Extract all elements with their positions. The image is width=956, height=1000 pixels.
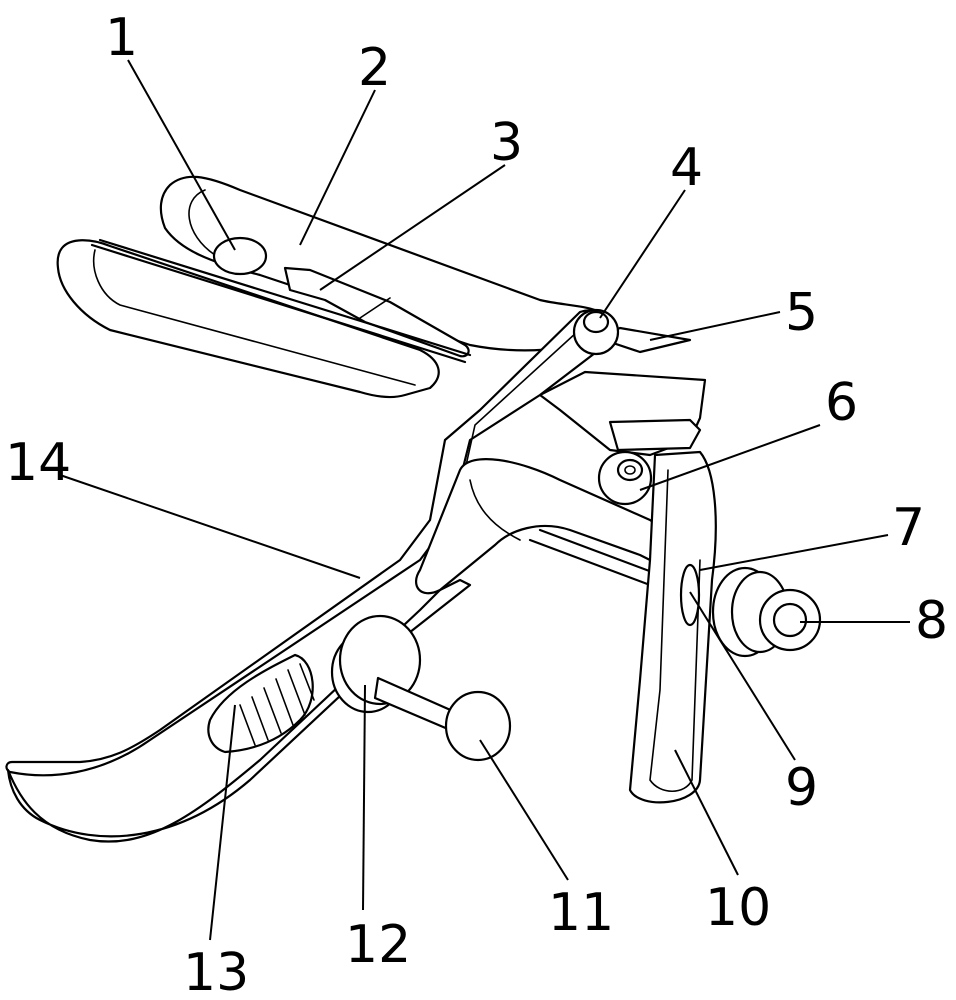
label-12: 12 bbox=[345, 915, 411, 975]
label-9: 9 bbox=[785, 758, 818, 818]
pivot-pin-middle bbox=[597, 450, 653, 506]
label-13: 13 bbox=[183, 943, 249, 1000]
leader-lines bbox=[59, 59, 910, 941]
upper-blade bbox=[159, 175, 612, 358]
label-1: 1 bbox=[105, 8, 138, 68]
main-handle bbox=[5, 309, 615, 843]
grip-pad bbox=[207, 653, 315, 754]
leader-14 bbox=[59, 474, 361, 579]
label-11: 11 bbox=[548, 883, 614, 943]
label-14: 14 bbox=[5, 433, 71, 493]
lever-slot bbox=[679, 563, 701, 627]
leader-10 bbox=[674, 749, 739, 876]
blade-hole bbox=[212, 236, 268, 276]
pivot-pin-top bbox=[572, 308, 620, 356]
leader-12 bbox=[362, 684, 366, 911]
part-numbers: 1 2 3 4 5 6 7 8 9 10 11 12 13 14 bbox=[5, 8, 948, 1000]
label-2: 2 bbox=[358, 38, 391, 98]
leader-3 bbox=[319, 164, 506, 291]
jaw-body bbox=[415, 458, 702, 595]
label-6: 6 bbox=[825, 373, 858, 433]
label-7: 7 bbox=[892, 498, 925, 558]
label-5: 5 bbox=[785, 283, 818, 343]
adjust-nut bbox=[711, 566, 822, 658]
thumb-screw bbox=[330, 614, 512, 762]
leader-5 bbox=[649, 311, 781, 341]
label-4: 4 bbox=[670, 138, 703, 198]
leader-6 bbox=[639, 424, 821, 491]
leader-4 bbox=[599, 189, 686, 319]
label-3: 3 bbox=[490, 113, 523, 173]
label-8: 8 bbox=[915, 591, 948, 651]
hinge-block bbox=[538, 326, 707, 457]
leader-2 bbox=[299, 89, 376, 246]
leader-13 bbox=[209, 704, 236, 941]
leader-7 bbox=[699, 534, 889, 571]
label-10: 10 bbox=[705, 878, 771, 938]
side-lever bbox=[628, 450, 717, 804]
leader-9 bbox=[689, 591, 796, 761]
leader-11 bbox=[479, 739, 569, 881]
lower-blade bbox=[56, 238, 472, 399]
leader-1 bbox=[127, 59, 236, 251]
